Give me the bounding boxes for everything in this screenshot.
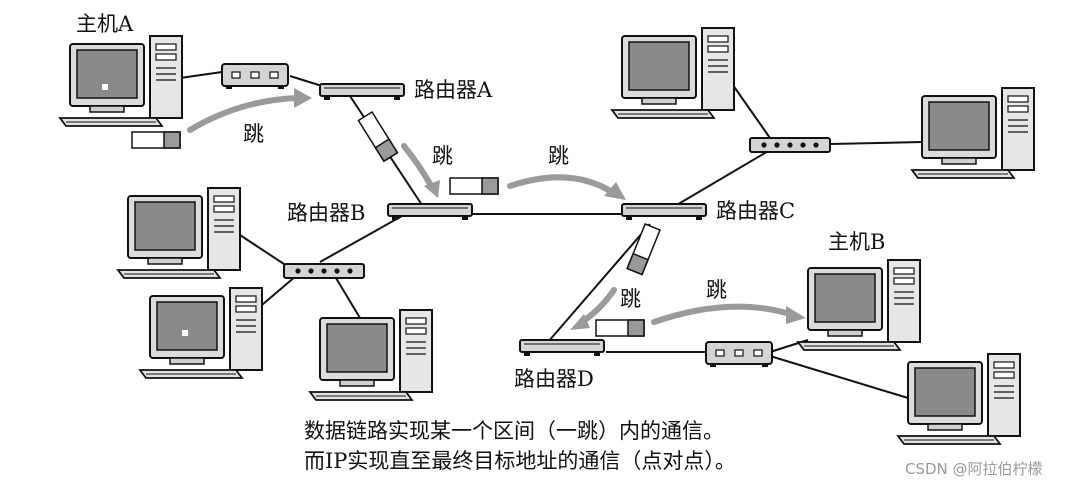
host-a-computer bbox=[59, 35, 183, 127]
hop-arrowheads bbox=[294, 88, 806, 330]
switch bbox=[749, 137, 831, 153]
watermark: CSDN @阿拉伯柠檬 bbox=[905, 460, 1043, 478]
packet bbox=[357, 111, 399, 162]
router-a-label: 路由器A bbox=[414, 78, 493, 102]
hop-label: 跳 bbox=[620, 287, 641, 311]
computer bbox=[139, 287, 263, 379]
computer bbox=[911, 87, 1035, 179]
packet bbox=[595, 319, 645, 337]
router-d-device bbox=[519, 339, 605, 357]
hop-arrow bbox=[651, 303, 793, 325]
hop-label: 跳 bbox=[706, 278, 727, 302]
host-a-label: 主机A bbox=[76, 12, 134, 36]
packet bbox=[449, 177, 499, 195]
hop-label: 跳 bbox=[432, 144, 453, 168]
hop-arrow bbox=[507, 174, 615, 195]
hop-arrow bbox=[579, 287, 617, 325]
computer bbox=[611, 27, 735, 119]
router-c-device bbox=[621, 203, 707, 221]
computer bbox=[309, 309, 433, 401]
computer bbox=[897, 353, 1021, 445]
router-d-label: 路由器D bbox=[514, 367, 594, 391]
hub bbox=[221, 63, 289, 90]
router-b-label: 路由器B bbox=[287, 201, 366, 225]
host-b-label: 主机B bbox=[828, 230, 886, 254]
caption-line-1: 数据链路实现某一个区间（一跳）内的通信。 bbox=[304, 419, 724, 443]
packet bbox=[131, 131, 181, 149]
packet bbox=[626, 223, 661, 276]
hop-arrow bbox=[401, 143, 433, 187]
hop-label: 跳 bbox=[243, 122, 264, 146]
router-c-label: 路由器C bbox=[716, 199, 796, 223]
caption-line-2: 而IP实现直至最终目标地址的通信（点对点）。 bbox=[304, 449, 736, 473]
hop-label: 跳 bbox=[548, 144, 569, 168]
hub bbox=[705, 341, 773, 368]
switch bbox=[283, 263, 365, 279]
hop-arrows bbox=[187, 95, 793, 325]
router-a-device bbox=[319, 83, 405, 101]
computer bbox=[117, 187, 241, 279]
hop-arrow bbox=[187, 95, 301, 133]
host-b-computer bbox=[797, 259, 921, 351]
